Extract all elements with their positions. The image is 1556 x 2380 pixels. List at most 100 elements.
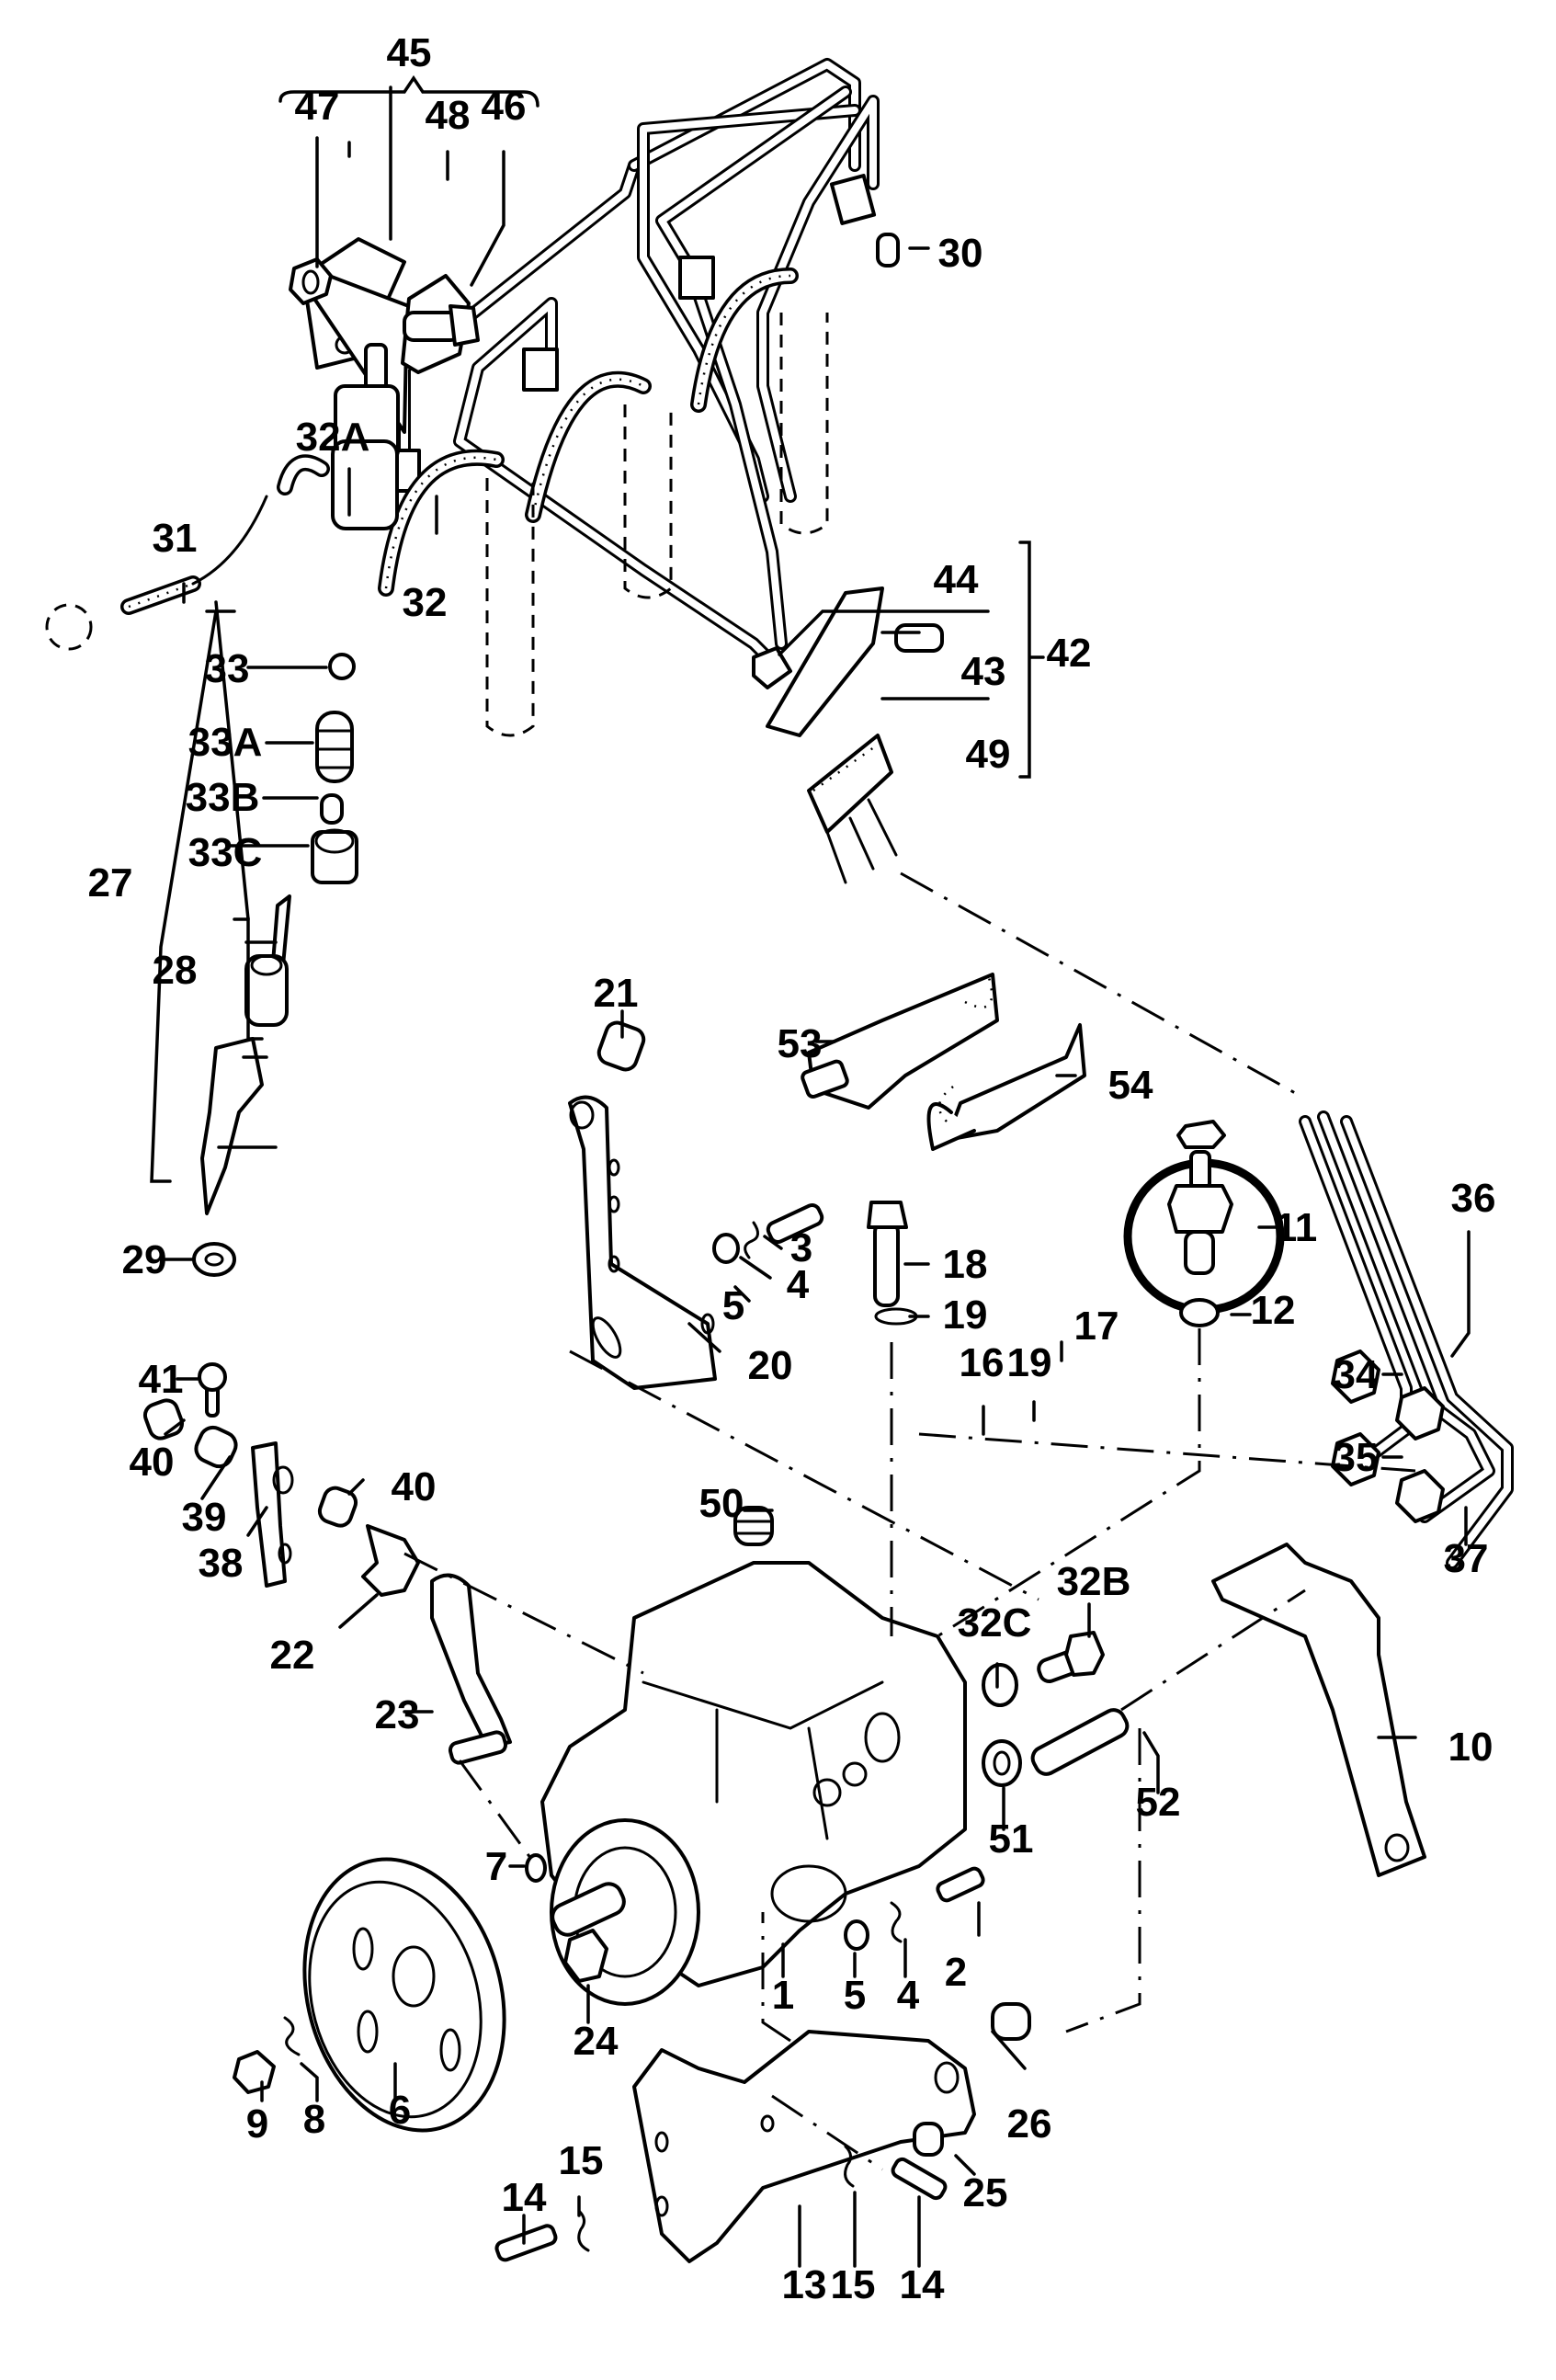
callout-29: 29 bbox=[122, 1237, 167, 1282]
callout-34: 34 bbox=[1334, 1352, 1379, 1397]
bush-26 bbox=[991, 2002, 1031, 2041]
callout-43: 43 bbox=[961, 649, 1006, 694]
plate-22 bbox=[361, 1524, 420, 1597]
bracket-20 bbox=[568, 1020, 918, 1390]
fuel-lines bbox=[1299, 1110, 1514, 1569]
callout-37: 37 bbox=[1444, 1536, 1489, 1581]
connectors bbox=[801, 973, 1086, 1151]
assembly-lines bbox=[403, 871, 1416, 2171]
nut-24 bbox=[563, 1929, 608, 1983]
callout-1: 1 bbox=[772, 1973, 794, 2018]
callout-51: 51 bbox=[989, 1816, 1034, 1862]
nut-35 bbox=[1331, 1432, 1380, 1486]
callout-2: 2 bbox=[945, 1950, 967, 1995]
callout-5b: 5 bbox=[844, 1973, 866, 2018]
callout-33A: 33A bbox=[188, 720, 263, 765]
grommet-49 bbox=[807, 734, 893, 834]
drive-shaft bbox=[551, 1882, 626, 1937]
o-ring-32C bbox=[982, 1663, 1018, 1707]
callout-32: 32 bbox=[403, 580, 448, 625]
spring-50 bbox=[733, 1506, 774, 1546]
nut-9 bbox=[233, 2050, 276, 2094]
clamp-bracket bbox=[766, 586, 884, 737]
spring-washer-4 bbox=[744, 1221, 759, 1259]
callout-19b: 19 bbox=[1007, 1340, 1052, 1385]
spring-33A bbox=[315, 711, 354, 783]
pump-body bbox=[525, 1506, 967, 2006]
hidden-injectors bbox=[45, 313, 829, 737]
callout-40b: 40 bbox=[392, 1464, 437, 1509]
bolt-43 bbox=[894, 623, 944, 653]
callout-14a: 14 bbox=[502, 2175, 547, 2220]
callout-35: 35 bbox=[1334, 1435, 1379, 1480]
callout-23: 23 bbox=[375, 1692, 420, 1737]
callout-4b: 4 bbox=[897, 1973, 920, 2018]
callout-16: 16 bbox=[960, 1340, 1005, 1385]
bolt-2 bbox=[936, 1866, 985, 1903]
callout-48: 48 bbox=[426, 93, 471, 138]
nut-21 bbox=[596, 1020, 646, 1072]
callout-28: 28 bbox=[153, 948, 198, 993]
bolt-14b bbox=[891, 2157, 948, 2201]
bracket-10 bbox=[1211, 1543, 1426, 1877]
throttle-parts bbox=[142, 1362, 512, 1765]
callout-6: 6 bbox=[389, 2088, 411, 2133]
callout-18: 18 bbox=[943, 1242, 988, 1287]
bracket-13 bbox=[494, 1866, 1031, 2263]
sensor-11 bbox=[1123, 1120, 1285, 1327]
callout-44: 44 bbox=[934, 557, 979, 602]
banjo-52 bbox=[1030, 1708, 1130, 1776]
callout-49: 49 bbox=[966, 732, 1011, 777]
lever-38 bbox=[251, 1441, 287, 1588]
callout-38: 38 bbox=[199, 1541, 244, 1586]
seal-29 bbox=[192, 1242, 236, 1277]
callout-9: 9 bbox=[246, 2101, 268, 2147]
callout-30: 30 bbox=[938, 231, 983, 276]
callout-39: 39 bbox=[182, 1495, 227, 1540]
timing-gear bbox=[233, 1857, 608, 2133]
washer-51 bbox=[982, 1739, 1022, 1787]
callout-32A: 32A bbox=[296, 415, 370, 460]
callout-52: 52 bbox=[1136, 1780, 1181, 1825]
nut-34 bbox=[1331, 1349, 1380, 1404]
link-23 bbox=[430, 1573, 512, 1748]
callout-54: 54 bbox=[1108, 1063, 1153, 1108]
callout-3: 3 bbox=[790, 1225, 812, 1270]
callout-13: 13 bbox=[782, 2262, 827, 2307]
callout-47: 47 bbox=[295, 84, 340, 129]
callout-46: 46 bbox=[482, 84, 527, 129]
injector-pipes bbox=[384, 58, 880, 668]
callout-14b: 14 bbox=[900, 2262, 945, 2307]
callout-24: 24 bbox=[574, 2019, 619, 2064]
leak-off-hoses bbox=[120, 268, 799, 615]
washer-5b bbox=[844, 1919, 869, 1951]
callout-53: 53 bbox=[778, 1021, 823, 1066]
bolt-18 bbox=[873, 1221, 900, 1307]
callout-32C: 32C bbox=[958, 1600, 1032, 1646]
callout-4a: 4 bbox=[787, 1262, 810, 1307]
fittings bbox=[982, 1631, 1130, 1787]
seal-12 bbox=[1179, 1298, 1220, 1327]
callout-26: 26 bbox=[1007, 2101, 1052, 2147]
callout-50: 50 bbox=[699, 1481, 744, 1526]
injector-stack bbox=[192, 343, 400, 1277]
bolt-14a bbox=[494, 2224, 558, 2262]
callout-7: 7 bbox=[485, 1844, 507, 1889]
key-7 bbox=[525, 1853, 547, 1883]
callout-8: 8 bbox=[303, 2097, 325, 2142]
callout-33B: 33B bbox=[186, 775, 260, 820]
leader-lines bbox=[150, 74, 1471, 2268]
nut-44 bbox=[752, 646, 792, 689]
washer-8 bbox=[283, 2016, 301, 2056]
callout-40a: 40 bbox=[130, 1440, 175, 1485]
clip-39 bbox=[194, 1425, 238, 1469]
sleeve-33C bbox=[311, 830, 358, 884]
callout-5a: 5 bbox=[722, 1283, 744, 1328]
callout-21: 21 bbox=[594, 971, 639, 1016]
callout-36: 36 bbox=[1451, 1176, 1496, 1221]
callout-33: 33 bbox=[205, 646, 250, 691]
callout-32B: 32B bbox=[1057, 1559, 1131, 1604]
callout-15b: 15 bbox=[831, 2262, 876, 2307]
nozzle-holder bbox=[200, 1037, 264, 1215]
bush-40b bbox=[317, 1486, 358, 1528]
